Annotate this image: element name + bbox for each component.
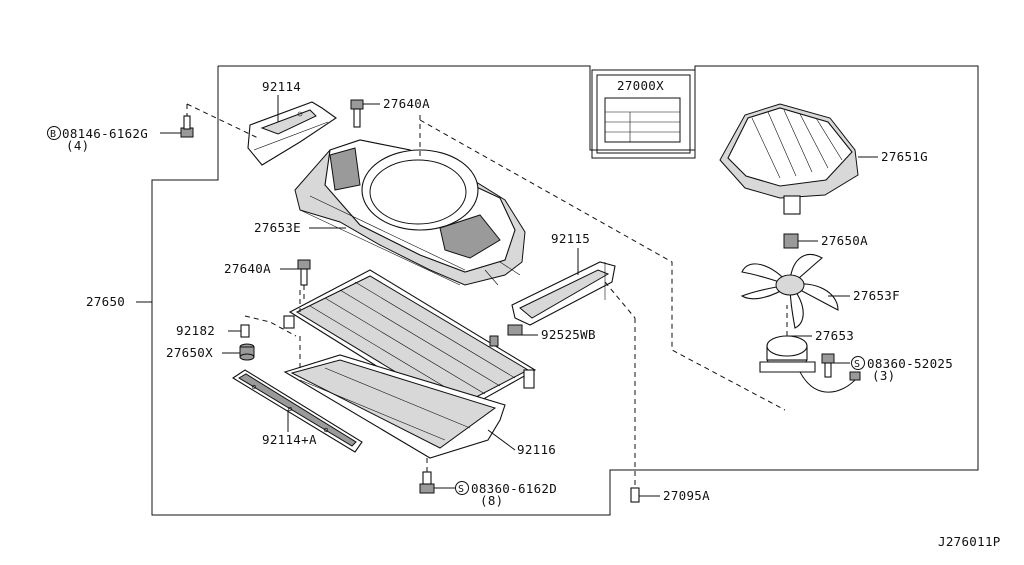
s-symbol-2: S xyxy=(854,359,860,370)
cap-92182 xyxy=(228,315,297,338)
bracket-92114a xyxy=(231,369,363,453)
bolt-27640a-mid xyxy=(280,259,311,300)
bolt-08360-52025 xyxy=(821,353,850,378)
fan-blade-27653f xyxy=(740,253,850,329)
cushion-27650x xyxy=(222,343,255,361)
motor-cover-27651g xyxy=(719,103,878,215)
label-27653e: 27653E xyxy=(254,220,301,235)
screw-27095a xyxy=(604,281,660,503)
label-27651g: 27651G xyxy=(881,149,928,164)
label-92525wb: 92525WB xyxy=(541,327,596,342)
label-27650: 27650 xyxy=(86,294,125,309)
label-92182: 92182 xyxy=(176,323,215,338)
bracket-92115 xyxy=(511,248,616,326)
label-08360-6162d-qty: (8) xyxy=(480,493,503,508)
label-08146-qty: (4) xyxy=(66,138,89,153)
dashed-leader-right xyxy=(419,119,786,411)
label-92114: 92114 xyxy=(262,79,301,94)
label-27000x: 27000X xyxy=(617,78,664,93)
s-circle-symbol-2 xyxy=(851,356,865,370)
label-27095a: 27095A xyxy=(663,488,710,503)
seal-92116 xyxy=(283,336,516,459)
label-27640a-mid: 27640A xyxy=(224,261,271,276)
label-92114a: 92114+A xyxy=(262,432,317,447)
label-08146: 08146-6162G xyxy=(62,126,148,141)
clip-92525wb xyxy=(507,324,538,336)
label-27650x: 27650X xyxy=(166,345,213,360)
bolt-27640a-top xyxy=(350,99,380,128)
label-27653f: 27653F xyxy=(853,288,900,303)
page-code: J276011P xyxy=(938,534,1001,549)
s-symbol-1: S xyxy=(458,484,464,495)
kit-box-27000x: 27000X xyxy=(591,69,696,159)
label-08360-52025-qty: (3) xyxy=(872,368,895,383)
label-92115: 92115 xyxy=(551,231,590,246)
assembly-boundary xyxy=(151,65,979,516)
s-circle-symbol-1 xyxy=(455,481,469,495)
fan-motor-27653 xyxy=(759,305,861,393)
label-08360-52025: 08360-52025 xyxy=(867,356,953,371)
bolt-08146 xyxy=(160,103,259,139)
label-08360-6162d: 08360-6162D xyxy=(471,481,557,496)
bolt-08360-6162d xyxy=(419,458,456,494)
label-27653: 27653 xyxy=(815,328,854,343)
b-symbol: B xyxy=(50,129,56,140)
label-92116: 92116 xyxy=(517,442,556,457)
nut-27650a xyxy=(783,233,818,249)
label-27650a: 27650A xyxy=(821,233,868,248)
b-circle-symbol xyxy=(47,126,61,140)
bracket-92114 xyxy=(247,95,337,166)
fan-shroud-27653e xyxy=(294,115,526,286)
label-27640a-top: 27640A xyxy=(383,96,430,111)
